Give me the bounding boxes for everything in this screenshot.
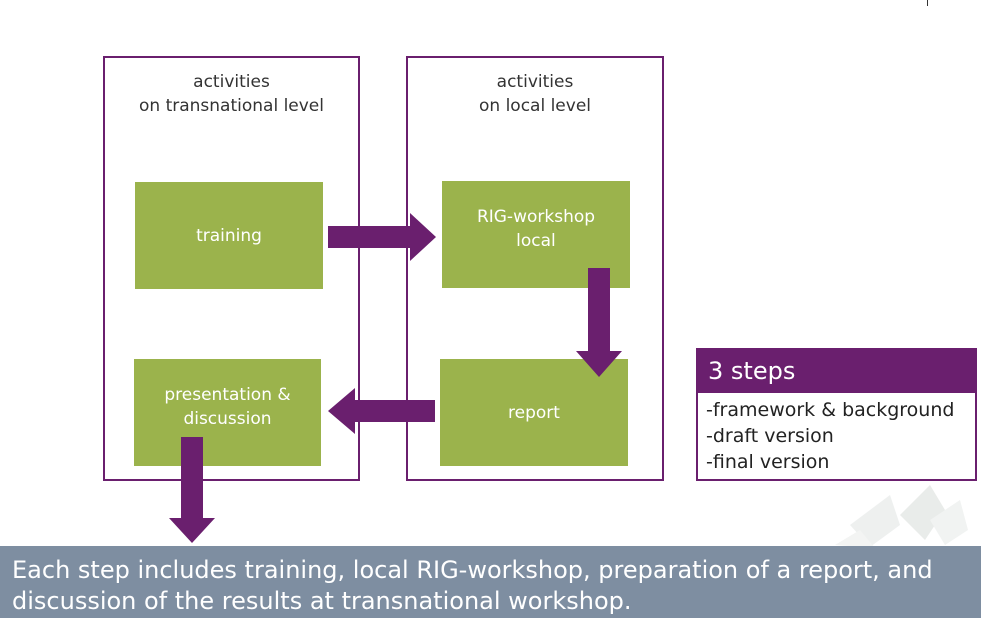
presentation-box: presentation & discussion [134, 359, 321, 466]
rig-workshop-label: RIG-workshop local [476, 207, 596, 251]
step-item-1: -framework & background [706, 399, 955, 421]
arrow-presentation-down [169, 437, 215, 543]
caption-text: Each step includes training, local RIG-w… [12, 556, 933, 615]
presentation-label: presentation & discussion [164, 385, 291, 429]
arrow-training-to-workshop [328, 213, 436, 261]
training-label: training [196, 225, 262, 246]
caption-bar: Each step includes training, local RIG-w… [0, 546, 981, 618]
steps-list: -framework & background -draft version -… [698, 393, 975, 475]
step-item-2: -draft version [706, 425, 834, 447]
report-label: report [508, 402, 560, 423]
steps-box: 3 steps -framework & background -draft v… [696, 348, 977, 481]
training-box: training [135, 182, 323, 289]
panel-transnational-title: activities on transnational level [138, 72, 324, 116]
corner-mark [927, 0, 928, 6]
steps-heading: 3 steps [698, 350, 975, 393]
arrow-report-to-presentation [328, 388, 435, 434]
decorative-shapes [835, 485, 968, 548]
arrow-workshop-to-report [576, 268, 622, 377]
report-box: report [440, 359, 628, 466]
step-item-3: -final version [706, 451, 830, 473]
panel-local-title: activities on local level [478, 72, 592, 116]
